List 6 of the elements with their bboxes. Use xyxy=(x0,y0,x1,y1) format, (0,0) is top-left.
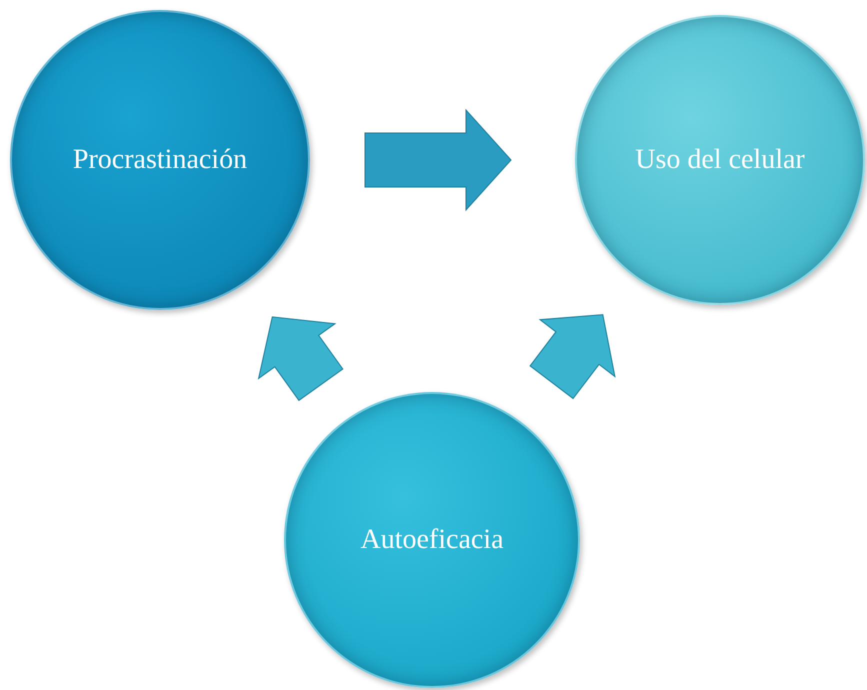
node-label: Uso del celular xyxy=(634,144,806,176)
block-arrow xyxy=(529,314,616,400)
node-label: Autoeficacia xyxy=(359,524,505,556)
node-label: Procrastinación xyxy=(72,144,248,176)
block-arrow xyxy=(364,108,512,212)
block-arrow xyxy=(258,316,344,402)
